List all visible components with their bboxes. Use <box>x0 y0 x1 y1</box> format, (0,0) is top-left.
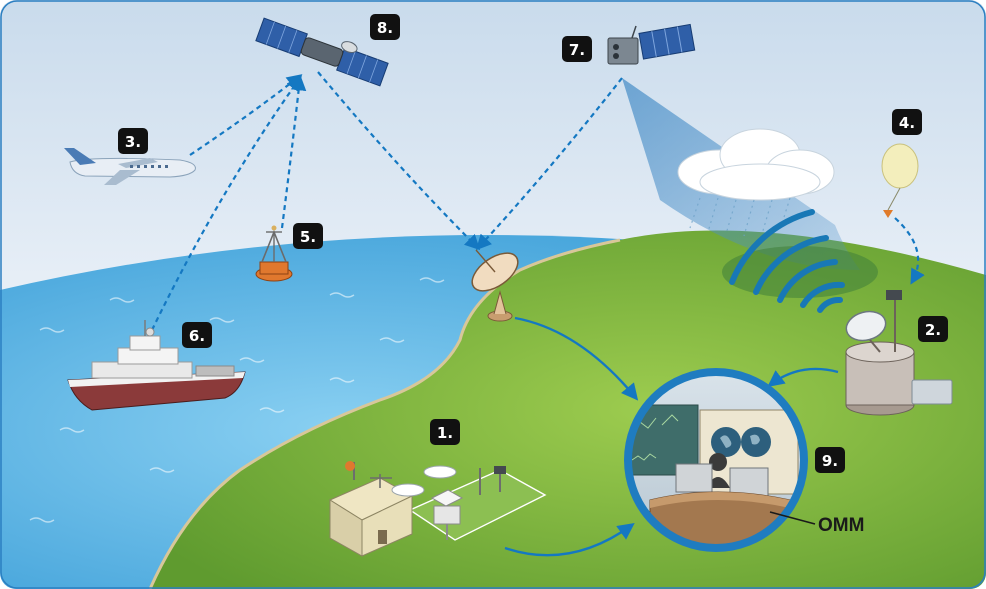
badge-2-label: 2. <box>925 321 941 339</box>
badge-2: 2. <box>918 316 948 342</box>
badge-3-label: 3. <box>125 133 141 151</box>
polar-satellite-icon <box>607 23 696 65</box>
badge-9-label: 9. <box>822 452 838 470</box>
geostationary-satellite-icon <box>255 17 389 87</box>
ship-icon <box>67 320 246 411</box>
aircraft-icon <box>64 148 196 185</box>
solid-links <box>504 316 839 557</box>
rain-cloud <box>677 128 835 237</box>
coastline <box>148 238 621 589</box>
weather-radar-icon <box>845 290 953 416</box>
badge-6: 6. <box>182 322 212 348</box>
badge-7-label: 7. <box>569 41 585 59</box>
ocean-waves <box>29 277 445 523</box>
ground-antenna-icon <box>471 249 519 322</box>
badge-9: 9. <box>815 447 845 473</box>
dashed-links <box>151 71 925 331</box>
badge-1-label: 1. <box>437 424 453 442</box>
weather-balloon-icon <box>881 143 919 218</box>
forecast-center-icon <box>624 368 816 552</box>
radar-wave-arcs <box>729 209 845 313</box>
badge-7: 7. <box>562 36 592 62</box>
ocean-buoy-icon <box>255 225 293 282</box>
badge-8: 8. <box>370 14 400 40</box>
surface-weather-station-icon <box>328 461 547 557</box>
badge-4-label: 4. <box>899 114 915 132</box>
badge-3: 3. <box>118 128 148 154</box>
badge-5: 5. <box>293 223 323 249</box>
badge-8-label: 8. <box>377 19 393 37</box>
badge-4: 4. <box>892 109 922 135</box>
badge-5-label: 5. <box>300 228 316 246</box>
badge-6-label: 6. <box>189 327 205 345</box>
omm-label: OMM <box>818 515 864 536</box>
badge-1: 1. <box>430 419 460 445</box>
